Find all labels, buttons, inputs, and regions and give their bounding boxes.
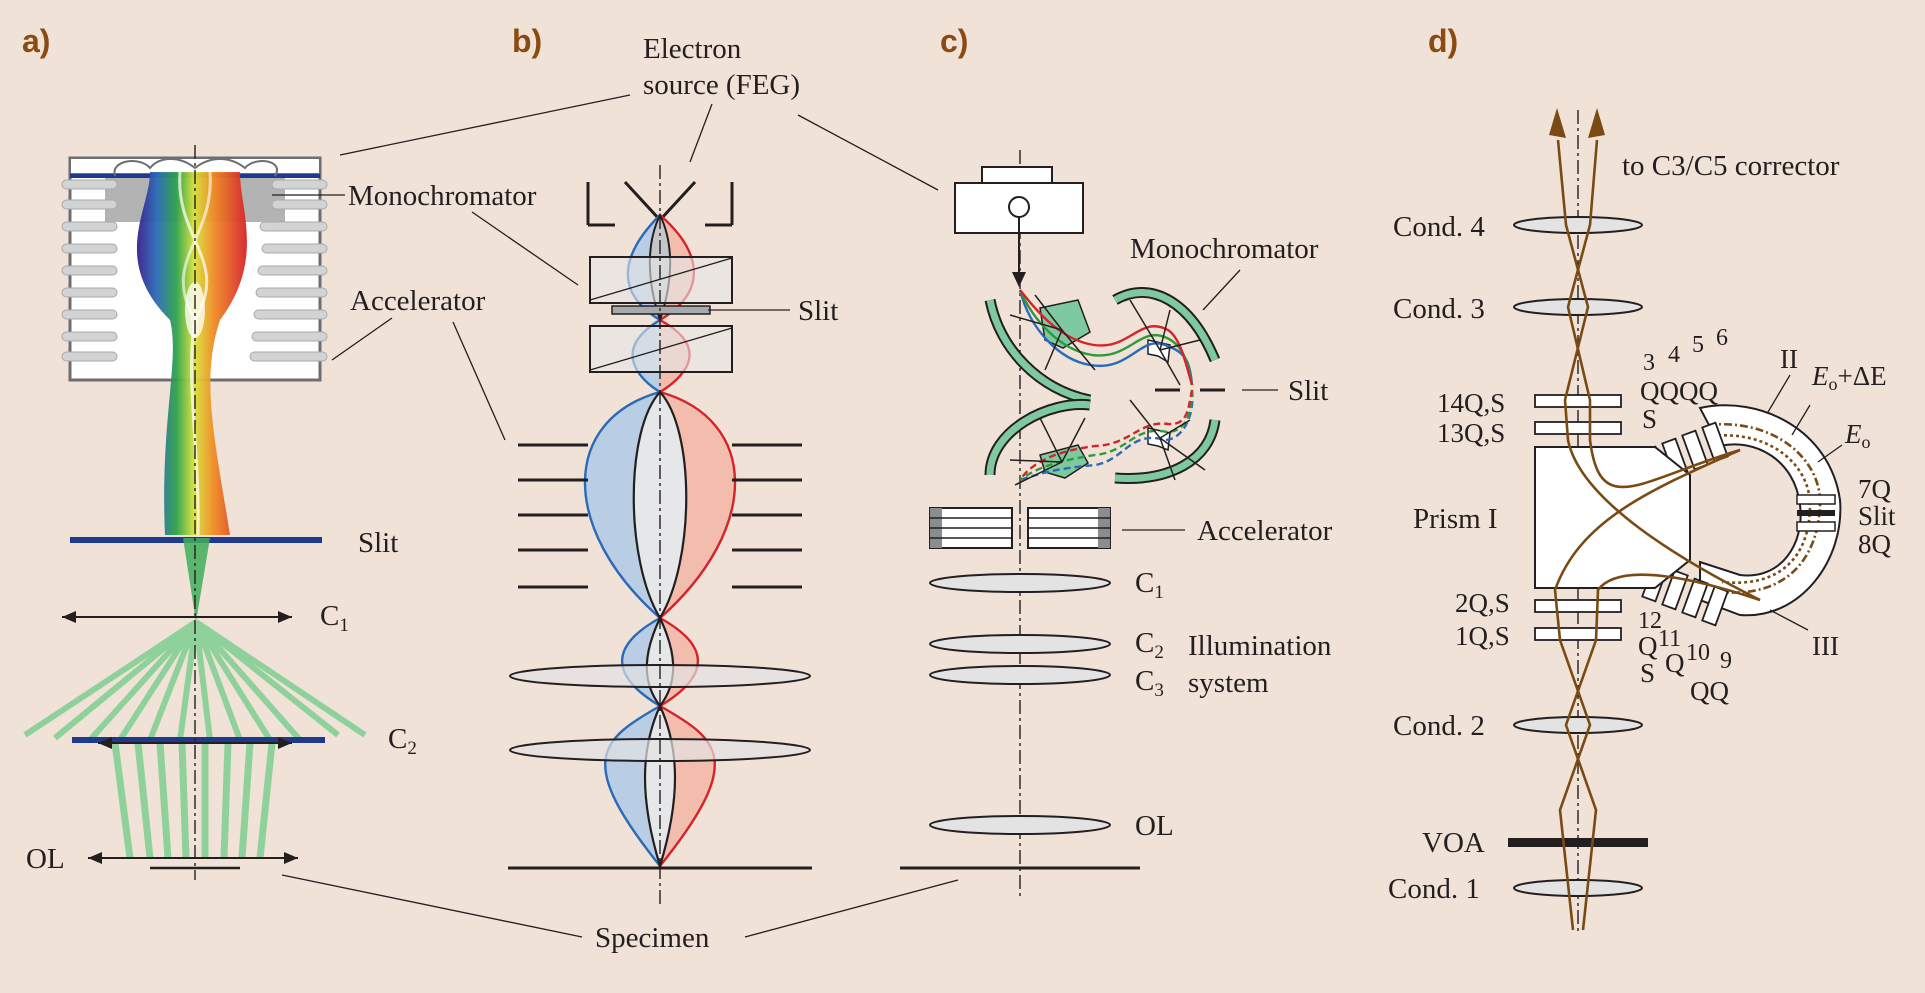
accelerator-label-c: Accelerator [1197,515,1333,547]
illumination-system-label-line2: system [1188,667,1269,699]
axis-plates-d [1534,394,1622,641]
bot-qq-label: QQ [1690,676,1729,706]
top-qqqq-label: QQQQ [1640,376,1718,406]
bot-10-label: 10 [1686,640,1710,666]
cond4-label: Cond. 4 [1393,211,1485,243]
omega-ring [1698,404,1842,617]
cond2-lens [1513,716,1643,734]
c3-label-c: C3 [1135,665,1164,701]
panel-label-b: b) [512,23,542,59]
accelerator-c [929,507,1111,549]
c2-lens-c [929,634,1111,654]
monochromator-label-a: Monochromator [348,180,537,212]
cond4-lens [1513,216,1643,234]
panel-b-ray-diagram: Slit [452,165,838,905]
slit-label-b: Slit [798,295,838,327]
q1-label: 1Q,S [1455,621,1510,651]
panel-d-schematic: to C3/C5 corrector Cond. 4 Cond. 3 Cond.… [1388,108,1896,935]
panel-a-ray-diagram: Monochromator Accelerator Slit C1 C2 OL [23,145,537,880]
cond1-lens [1513,879,1643,897]
top-5-label: 5 [1692,332,1704,358]
cond1-label: Cond. 1 [1388,873,1480,905]
c1-label-c: C1 [1135,567,1164,603]
accelerator-label-a: Accelerator [350,285,486,317]
q14-label: 14Q,S [1437,388,1505,418]
bot-q1-label: Q [1638,631,1658,661]
electron-source-label: Electron [643,33,742,65]
bot-11-label: 11 [1658,626,1681,652]
electron-source-leaders [339,94,939,191]
cond2-label: Cond. 2 [1393,710,1485,742]
to-corrector-label: to C3/C5 corrector [1622,150,1840,182]
panel-label-a: a) [22,23,50,59]
q7-label: 7Q [1858,474,1892,504]
specimen-label: Specimen [595,922,710,954]
monochromator-stage-lower-c [984,389,1221,486]
prism-label: Prism I [1413,503,1498,535]
c2-lens-a [98,737,292,749]
illumination-system-label: Illumination [1188,630,1332,662]
ol-label-c: OL [1135,810,1174,842]
ring-iii-label: III [1812,631,1839,661]
c1-lens-c [929,573,1111,593]
accelerator-plates-b [518,443,802,589]
bot-q2-label: Q [1665,648,1685,678]
specimen-leaders [281,874,959,938]
ring-ii-label: II [1780,344,1798,374]
cond3-label: Cond. 3 [1393,293,1485,325]
bot-s-label: S [1640,658,1655,688]
c1-lens-a [62,611,292,623]
ol-lens-a [88,852,298,870]
c3-lens-c [929,665,1111,685]
q2-label: 2Q,S [1455,588,1510,618]
bot-9-label: 9 [1720,648,1732,674]
q8-label: 8Q [1858,529,1892,559]
green-fan-a [23,619,367,743]
top-s-label: S [1642,404,1657,434]
top-3-label: 3 [1643,350,1655,376]
top-6-label: 6 [1716,325,1728,351]
multipoles-lower-d [1641,561,1729,627]
e0-de-label: Eo+ΔE [1811,361,1887,394]
top-4-label: 4 [1668,342,1680,368]
voa-aperture [1508,838,1648,847]
voa-label: VOA [1422,827,1485,859]
monochromator-stage-upper-c [984,287,1221,406]
c2-label-a: C2 [388,723,417,759]
panel-label-d: d) [1428,23,1458,59]
slit-label-c: Slit [1288,375,1328,407]
c1-label-a: C1 [320,600,349,636]
accelerator-electrodes-a [61,179,328,362]
green-parallel-a [111,742,276,859]
c2-label-c: C2 [1135,627,1164,663]
slit-label-d: Slit [1858,501,1896,531]
ol-lens-c [929,815,1111,835]
q13-label: 13Q,S [1437,418,1505,448]
panel-label-c: c) [940,23,968,59]
slit-plate-b [611,305,711,315]
ol-label-a: OL [26,843,65,875]
monochromator-label-c: Monochromator [1130,233,1319,265]
cond3-lens [1513,298,1643,316]
slit-label-a: Slit [358,527,398,559]
e0-label: Eo [1844,419,1871,452]
bot-12-label: 12 [1638,608,1662,634]
electron-source-label-line2: source (FEG) [643,69,800,101]
panel-c-schematic: Monochromator Slit Accelerator C1 C2 C3 … [900,150,1333,900]
